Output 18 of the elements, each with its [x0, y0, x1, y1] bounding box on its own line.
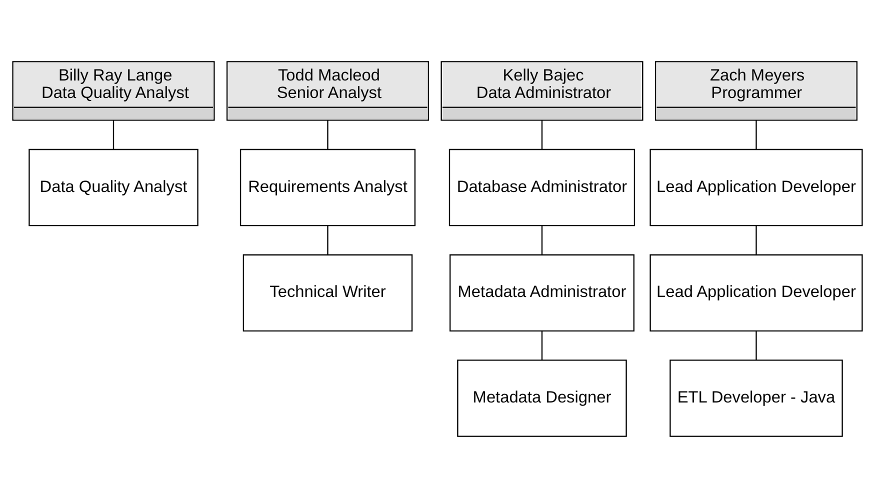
connector: [756, 120, 757, 150]
connector: [327, 120, 328, 150]
connector: [327, 226, 328, 255]
node-box: Metadata Administrator: [450, 254, 634, 332]
node-box: Lead Application Developer: [650, 254, 863, 332]
connector: [112, 120, 114, 150]
node-box: Lead Application Developer: [650, 148, 863, 226]
node-box: ETL Developer - Java: [670, 360, 843, 437]
connector: [541, 226, 543, 255]
connector: [756, 331, 757, 360]
node-box: Data Quality Analyst: [28, 148, 198, 226]
node-box: Requirements Analyst: [240, 148, 416, 226]
node-box: Metadata Designer: [457, 360, 627, 437]
connector: [756, 226, 757, 255]
connector: [541, 120, 543, 150]
node-box: Database Administrator: [448, 148, 636, 226]
node-box: Technical Writer: [242, 254, 413, 332]
connector: [541, 331, 543, 360]
